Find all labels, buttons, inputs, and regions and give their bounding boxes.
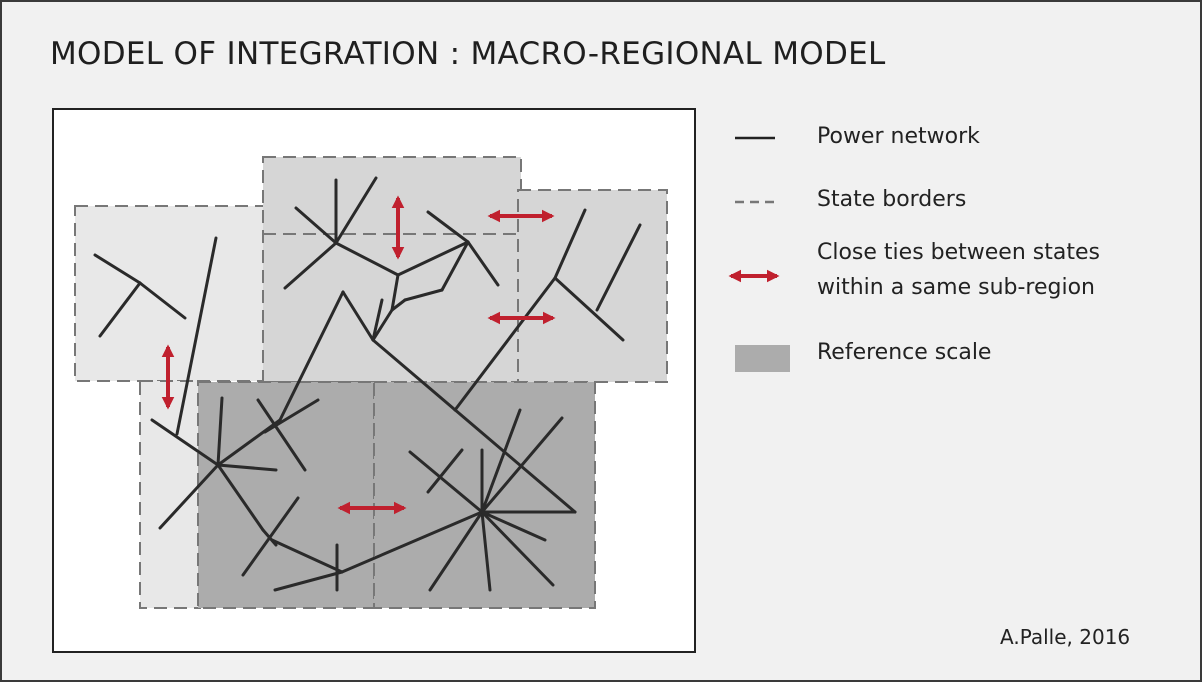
reference-scale-region-left — [197, 381, 375, 609]
legend-close-ties-label-line2: within a same sub-region — [817, 275, 1095, 300]
legend-state-borders-label: State borders — [817, 187, 967, 212]
legend-power-network-label: Power network — [817, 124, 980, 149]
close-ties-arrows — [161, 195, 556, 515]
region-north — [262, 156, 522, 383]
reference-scale-region-right — [373, 381, 596, 609]
power-network-lines — [93, 176, 642, 592]
region-east — [517, 189, 668, 383]
legend-close-ties-label-line1: Close ties between states — [817, 240, 1100, 265]
legend-reference-scale-label: Reference scale — [817, 340, 992, 365]
author-credit: A.Palle, 2016 — [1000, 625, 1131, 649]
legend-reference-scale-swatch — [735, 345, 790, 372]
page-title: MODEL OF INTEGRATION : MACRO-REGIONAL MO… — [50, 36, 886, 72]
legend-symbols — [728, 136, 790, 372]
